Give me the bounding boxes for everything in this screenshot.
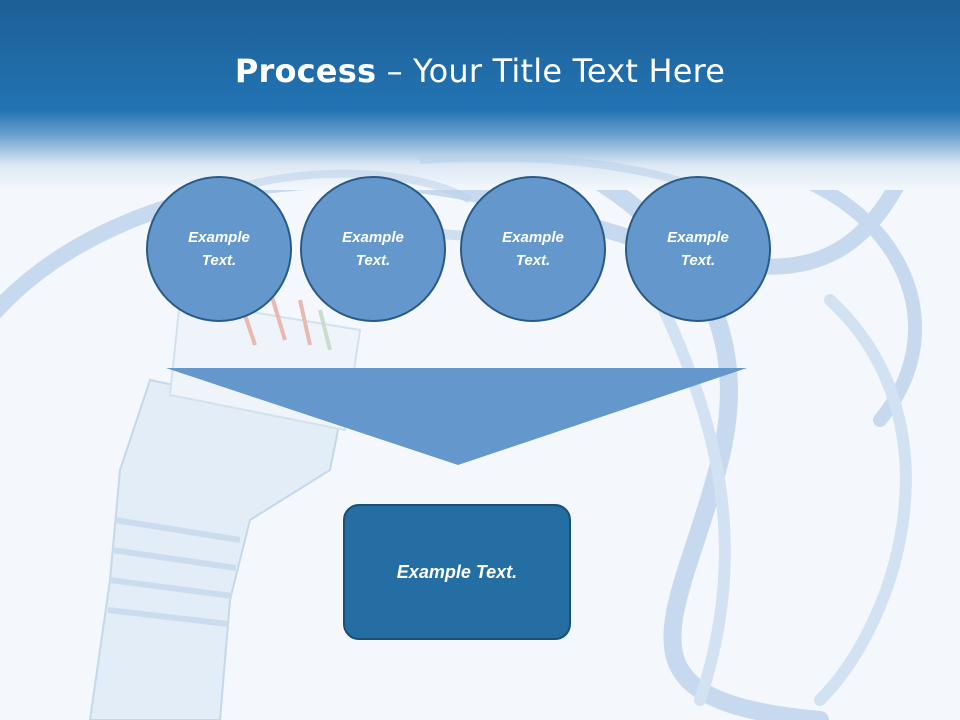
step-2-line1: Example	[342, 229, 404, 246]
step-4-line2: Text.	[680, 252, 716, 269]
result-label: Example Text.	[396, 561, 518, 582]
step-1-line2: Text.	[201, 252, 237, 269]
title-rest: – Your Title Text Here	[376, 52, 726, 90]
step-4-line1: Example	[667, 229, 729, 246]
slide-title: Process – Your Title Text Here	[0, 52, 960, 90]
step-1-line1: Example	[188, 229, 250, 246]
step-2-line2: Text.	[355, 252, 391, 269]
title-bold: Process	[234, 52, 377, 90]
step-3-line1: Example	[502, 229, 564, 246]
result-box: Example Text.	[343, 504, 571, 640]
step-3-line2: Text.	[515, 252, 551, 269]
